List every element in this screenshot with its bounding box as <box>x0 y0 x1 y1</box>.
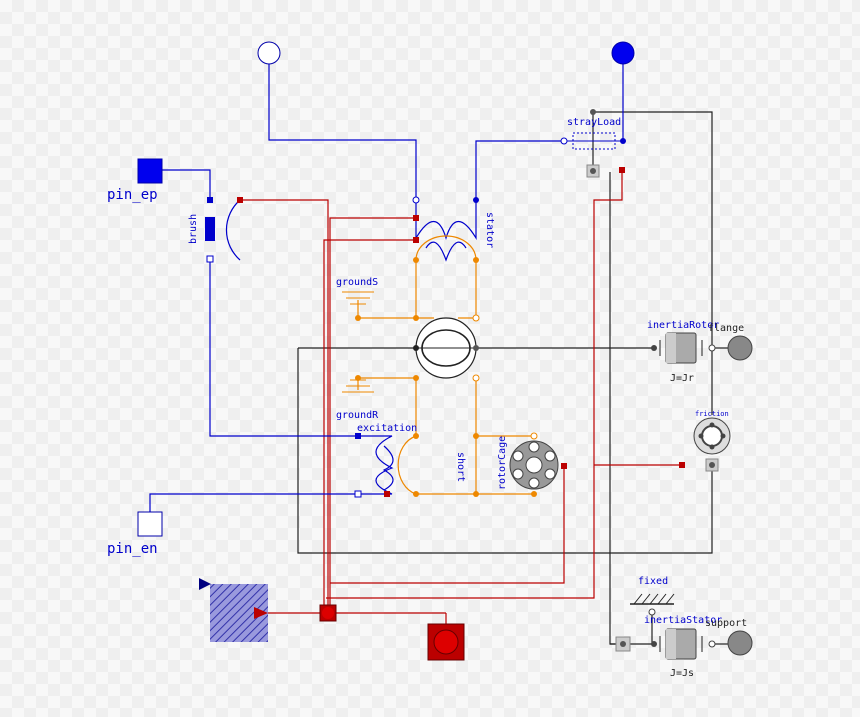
thermal-connections <box>232 170 682 628</box>
inertia-stator-label: inertiaStator <box>644 615 722 626</box>
plug-sn-icon[interactable] <box>611 41 635 65</box>
electric-connections <box>149 62 624 512</box>
jr-label: J=Jr <box>670 373 694 384</box>
pin-en-label: pin_en <box>107 541 158 557</box>
excitation-label: excitation <box>357 423 417 434</box>
pin-en[interactable]: pin_en <box>107 511 163 557</box>
air-gap-component[interactable] <box>413 314 480 382</box>
rotor-cage-component[interactable]: rotorCage <box>497 432 567 497</box>
ground-s-label: groundS <box>336 277 378 288</box>
friction-component[interactable]: friction <box>679 410 731 472</box>
short-component[interactable]: short <box>455 433 479 497</box>
brush-component[interactable]: brush <box>188 197 243 263</box>
thermal-junction[interactable] <box>319 604 337 622</box>
stray-load-label: strayLoad <box>567 117 621 128</box>
magnetic-connections <box>357 260 534 495</box>
ground-s[interactable]: groundS <box>336 277 378 321</box>
support[interactable]: support <box>705 618 753 656</box>
flange[interactable]: flange <box>708 323 753 361</box>
excitation-winding[interactable]: excitation <box>354 423 419 498</box>
stator-label: stator <box>484 212 495 248</box>
brush-label: brush <box>188 214 199 244</box>
fixed-label: fixed <box>638 576 668 587</box>
stator-winding[interactable]: stator <box>412 196 495 263</box>
rotor-cage-label: rotorCage <box>497 436 508 490</box>
inertia-rotor-label: inertiaRotor <box>647 320 719 331</box>
ground-r[interactable]: groundR <box>336 375 379 421</box>
inertia-stator[interactable]: inertiaStator J=Js <box>644 615 722 679</box>
friction-label: friction <box>695 410 729 418</box>
ground-r-label: groundR <box>336 410 379 421</box>
stator-support-node[interactable] <box>615 636 631 652</box>
pin-ep-label: pin_ep <box>107 187 158 203</box>
fixed-component[interactable]: fixed <box>630 576 675 616</box>
plug-sp-icon[interactable] <box>257 41 281 65</box>
inertia-rotor[interactable]: inertiaRotor J=Jr <box>647 320 719 384</box>
thermal-ground[interactable] <box>427 623 465 661</box>
short-label: short <box>455 452 466 482</box>
flange-label: flange <box>708 323 744 334</box>
support-label: support <box>705 618 747 629</box>
stray-load-component[interactable]: strayLoad <box>560 109 626 178</box>
pin-ep[interactable]: pin_ep <box>107 158 163 203</box>
js-label: J=Js <box>670 668 694 679</box>
thermal-port-block[interactable] <box>199 578 268 642</box>
